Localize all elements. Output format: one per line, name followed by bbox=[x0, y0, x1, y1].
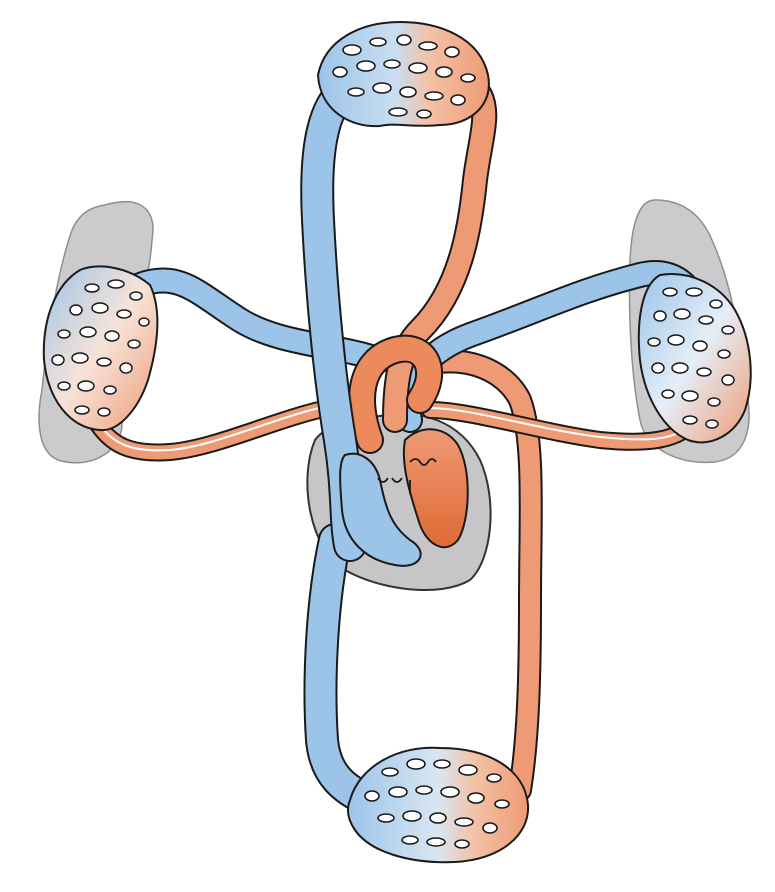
capillary-bed-bottom bbox=[348, 748, 528, 863]
capillary-bed-lung-left bbox=[44, 266, 158, 430]
capillary-bed-top bbox=[318, 22, 489, 126]
